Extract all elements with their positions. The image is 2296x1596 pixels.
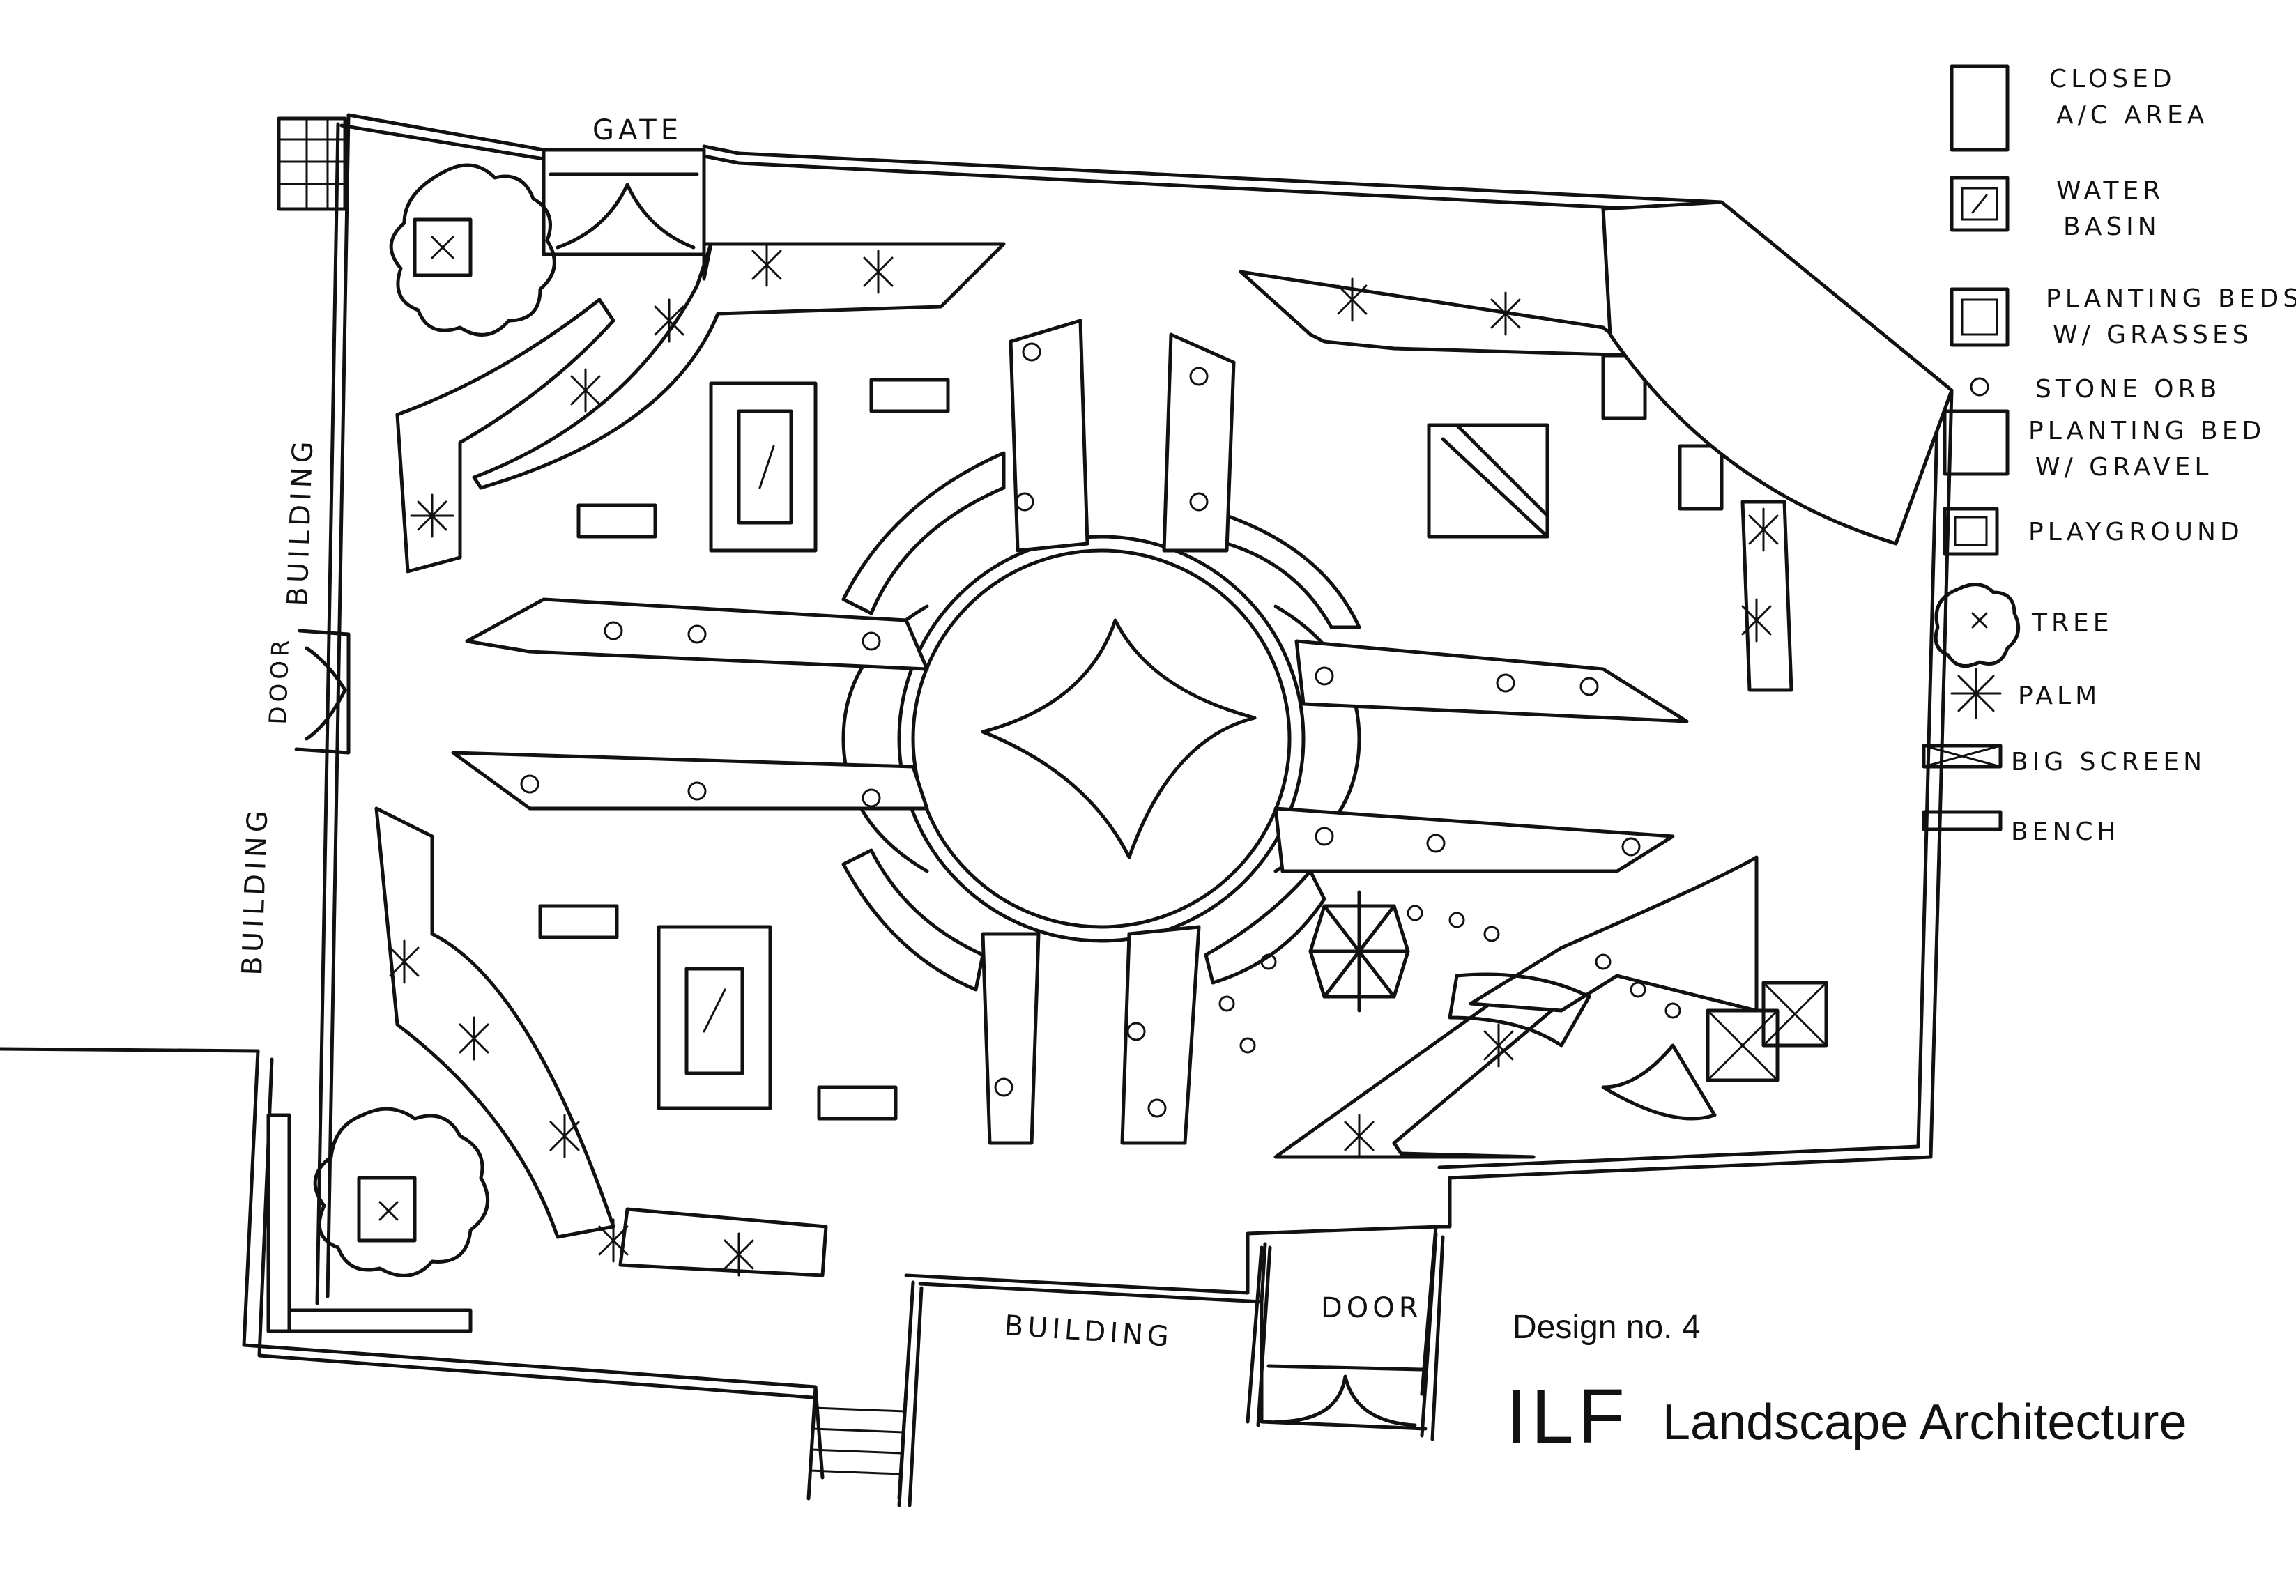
legend-label-planting-bed-gravel-line1: PLANTING BED (2028, 417, 2265, 445)
legend-label-closed-ac-area-line2: A/C AREA (2056, 101, 2208, 130)
building-upper-label: BUILDING (282, 437, 319, 607)
big-screen (1427, 423, 1549, 539)
tree-top-left (389, 163, 556, 337)
legend-swatch-stone-orb (1970, 377, 1989, 397)
tree-bottom-left (313, 1107, 490, 1277)
gravel-bed-top-right (1239, 270, 1640, 358)
central-water-feature (981, 618, 1257, 859)
legend-label-closed-ac-area-line1: CLOSED (2049, 65, 2176, 93)
legend-label-big-screen: BIG SCREEN (2011, 748, 2206, 776)
gravel-bed-bottom-right (1273, 855, 1759, 1159)
legend-label-water-basin-line1: WATER (2056, 176, 2164, 205)
legend-swatch-palm (1950, 668, 2002, 719)
legend-swatch-big-screen (1922, 744, 2003, 769)
bench-bottom-left (266, 1113, 291, 1333)
door-bottom (1260, 1301, 1428, 1431)
closed-ac-area (1601, 200, 1954, 546)
gate (542, 148, 706, 256)
palms (389, 243, 1779, 1277)
legend-label-bench: BENCH (2011, 818, 2120, 846)
building-bottom-label: BUILDING (1003, 1310, 1174, 1353)
legend-swatch-planting-beds-grasses (1950, 287, 2010, 347)
legend-swatch-playground (1943, 507, 1999, 556)
gravel-bed-top-left (395, 242, 1006, 574)
design-number: Design no. 4 (1513, 1309, 1701, 1346)
door-left-label: DOOR (264, 636, 295, 726)
legend-label-playground: PLAYGROUND (2028, 518, 2244, 546)
stairs-bottom (806, 1385, 908, 1507)
legend-swatch-bench (1922, 810, 2003, 831)
water-basins (538, 353, 1724, 1121)
legend-labels: CLOSED A/C AREA WATER BASIN PLANTING BEDS W/ … (2011, 65, 2296, 846)
gravel-bed-bottom-left (374, 806, 828, 1277)
legend: CLOSED A/C AREA WATER BASIN PLANTING BEDS W/ … (1922, 64, 2296, 846)
logo-ilf: ILF (1506, 1374, 1629, 1459)
grass-beds (451, 319, 1689, 1145)
door-left (294, 629, 351, 755)
benches-plaza (841, 451, 1361, 992)
legend-label-planting-bed-gravel-line2: W/ GRAVEL (2035, 453, 2212, 482)
legend-swatch-closed-ac-area (1950, 64, 2010, 152)
legend-swatch-planting-bed-gravel (1943, 409, 2010, 476)
legend-swatch-water-basin (1950, 176, 2010, 232)
legend-label-stone-orb: STONE ORB (2035, 375, 2221, 404)
legend-label-tree: TREE (2031, 608, 2113, 637)
title-block: Design no. 4 ILF Landscape Architecture (1506, 1309, 2187, 1459)
legend-label-planting-beds-grasses-line2: W/ GRASSES (2053, 321, 2253, 349)
legend-label-planting-beds-grasses-line1: PLANTING BEDS (2046, 284, 2296, 313)
gate-label: GATE (592, 114, 682, 146)
legend-label-palm: PALM (2018, 682, 2101, 710)
stone-orbs (520, 342, 1681, 1118)
building-lower-label: BUILDING (236, 806, 274, 976)
bench-bottom (287, 1308, 473, 1333)
gravel-bed-right (1740, 500, 1793, 692)
central-plaza (841, 535, 1361, 943)
legend-swatch-tree (1934, 583, 2021, 668)
firm-name: Landscape Architecture (1662, 1395, 2187, 1450)
stairs-top-left (277, 116, 347, 211)
playground-area (1308, 890, 1828, 1121)
legend-label-water-basin-line2: BASIN (2063, 213, 2161, 241)
door-bottom-label: DOOR (1321, 1292, 1423, 1324)
